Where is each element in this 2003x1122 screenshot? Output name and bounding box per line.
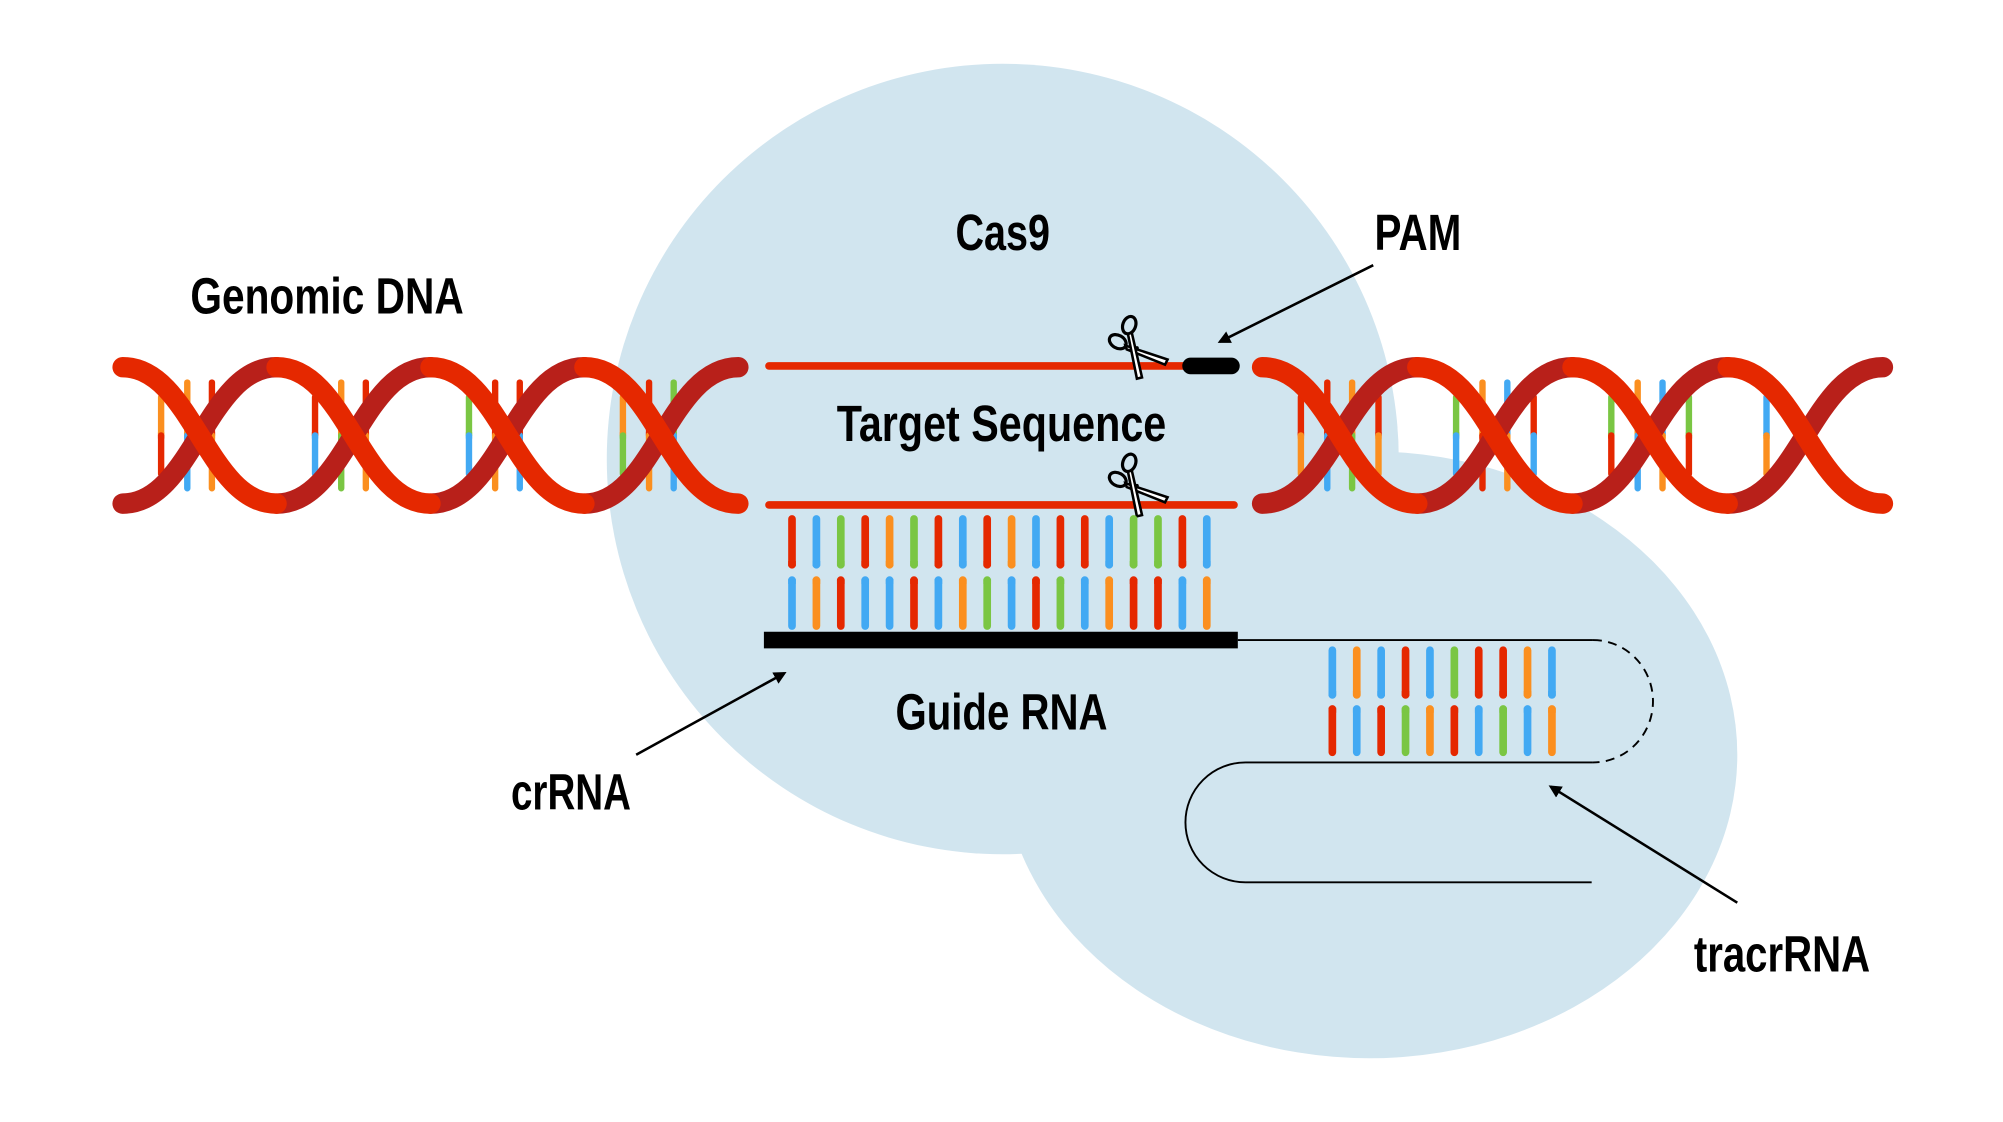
helix-strand-front: [112, 357, 749, 514]
tracrrna-strand: [1184, 639, 1654, 884]
base-pair: [983, 515, 992, 630]
pam-label: PAM: [1375, 204, 1462, 261]
base-pair: [861, 515, 870, 630]
base-pair: [157, 393, 165, 478]
base-pair: [1154, 515, 1162, 630]
base-pair: [1426, 646, 1434, 757]
base-pair: [1105, 515, 1114, 630]
pam-arrow: [1217, 264, 1374, 343]
target-sequence-label: Target Sequence: [837, 395, 1167, 452]
base-pair: [934, 515, 943, 630]
base-pair: [1377, 646, 1385, 757]
scissors-icon: [1107, 452, 1170, 518]
base-pair: [1474, 646, 1483, 757]
base-pair: [1685, 393, 1693, 478]
base-pair: [619, 393, 627, 478]
strand: [1251, 357, 1428, 514]
base-pair: [1608, 393, 1615, 478]
base-pair: [1352, 646, 1361, 757]
base-pair: [311, 393, 319, 478]
base-pair: [1375, 393, 1382, 478]
base-pair: [1450, 646, 1459, 757]
genomic-dna-right: [1251, 357, 1894, 514]
crrna-label: crRNA: [511, 764, 631, 821]
crrna-arrow: [635, 671, 787, 756]
base-pair: [1129, 515, 1138, 630]
base-pair: [1007, 515, 1016, 630]
helix-strand-front: [1251, 357, 1894, 514]
cas9-label: Cas9: [956, 204, 1051, 261]
tracrrna-arrow: [1548, 785, 1738, 904]
strand: [1717, 357, 1894, 514]
base-pair: [1530, 393, 1537, 478]
guide-rna-bases: [788, 515, 1211, 630]
base-pair: [1080, 515, 1089, 630]
tracrrna-label: tracrRNA: [1694, 926, 1870, 983]
base-pair: [1523, 646, 1532, 757]
base-pair: [910, 515, 918, 630]
strand: [420, 357, 595, 514]
strand: [574, 357, 749, 514]
base-pair: [836, 515, 845, 630]
base-pair: [1499, 646, 1507, 757]
base-pair: [1056, 515, 1065, 630]
base-pair: [1763, 393, 1770, 478]
base-pair: [1178, 515, 1187, 630]
base-pair: [1328, 646, 1337, 757]
strand: [266, 357, 441, 514]
base-pair: [1032, 515, 1040, 630]
base-pair: [788, 515, 796, 630]
base-pair: [465, 393, 473, 478]
cas9-protein: [606, 63, 1738, 1059]
base-pair: [1401, 646, 1410, 757]
base-pair: [1297, 393, 1305, 478]
base-pair: [958, 515, 967, 630]
base-pair: [1548, 646, 1556, 757]
base-pair: [812, 515, 821, 630]
genomic-dna-left: [112, 357, 749, 514]
tracrrna-bases: [1328, 646, 1556, 757]
base-pair: [1202, 515, 1211, 630]
strand: [112, 357, 287, 514]
strand: [1562, 357, 1738, 514]
genomic-dna-label: Genomic DNA: [190, 268, 463, 325]
guide-rna-label: Guide RNA: [895, 683, 1107, 740]
strand: [1407, 357, 1583, 514]
scissors-icon: [1107, 314, 1170, 381]
base-pair: [885, 515, 894, 630]
base-pair: [1452, 393, 1460, 478]
